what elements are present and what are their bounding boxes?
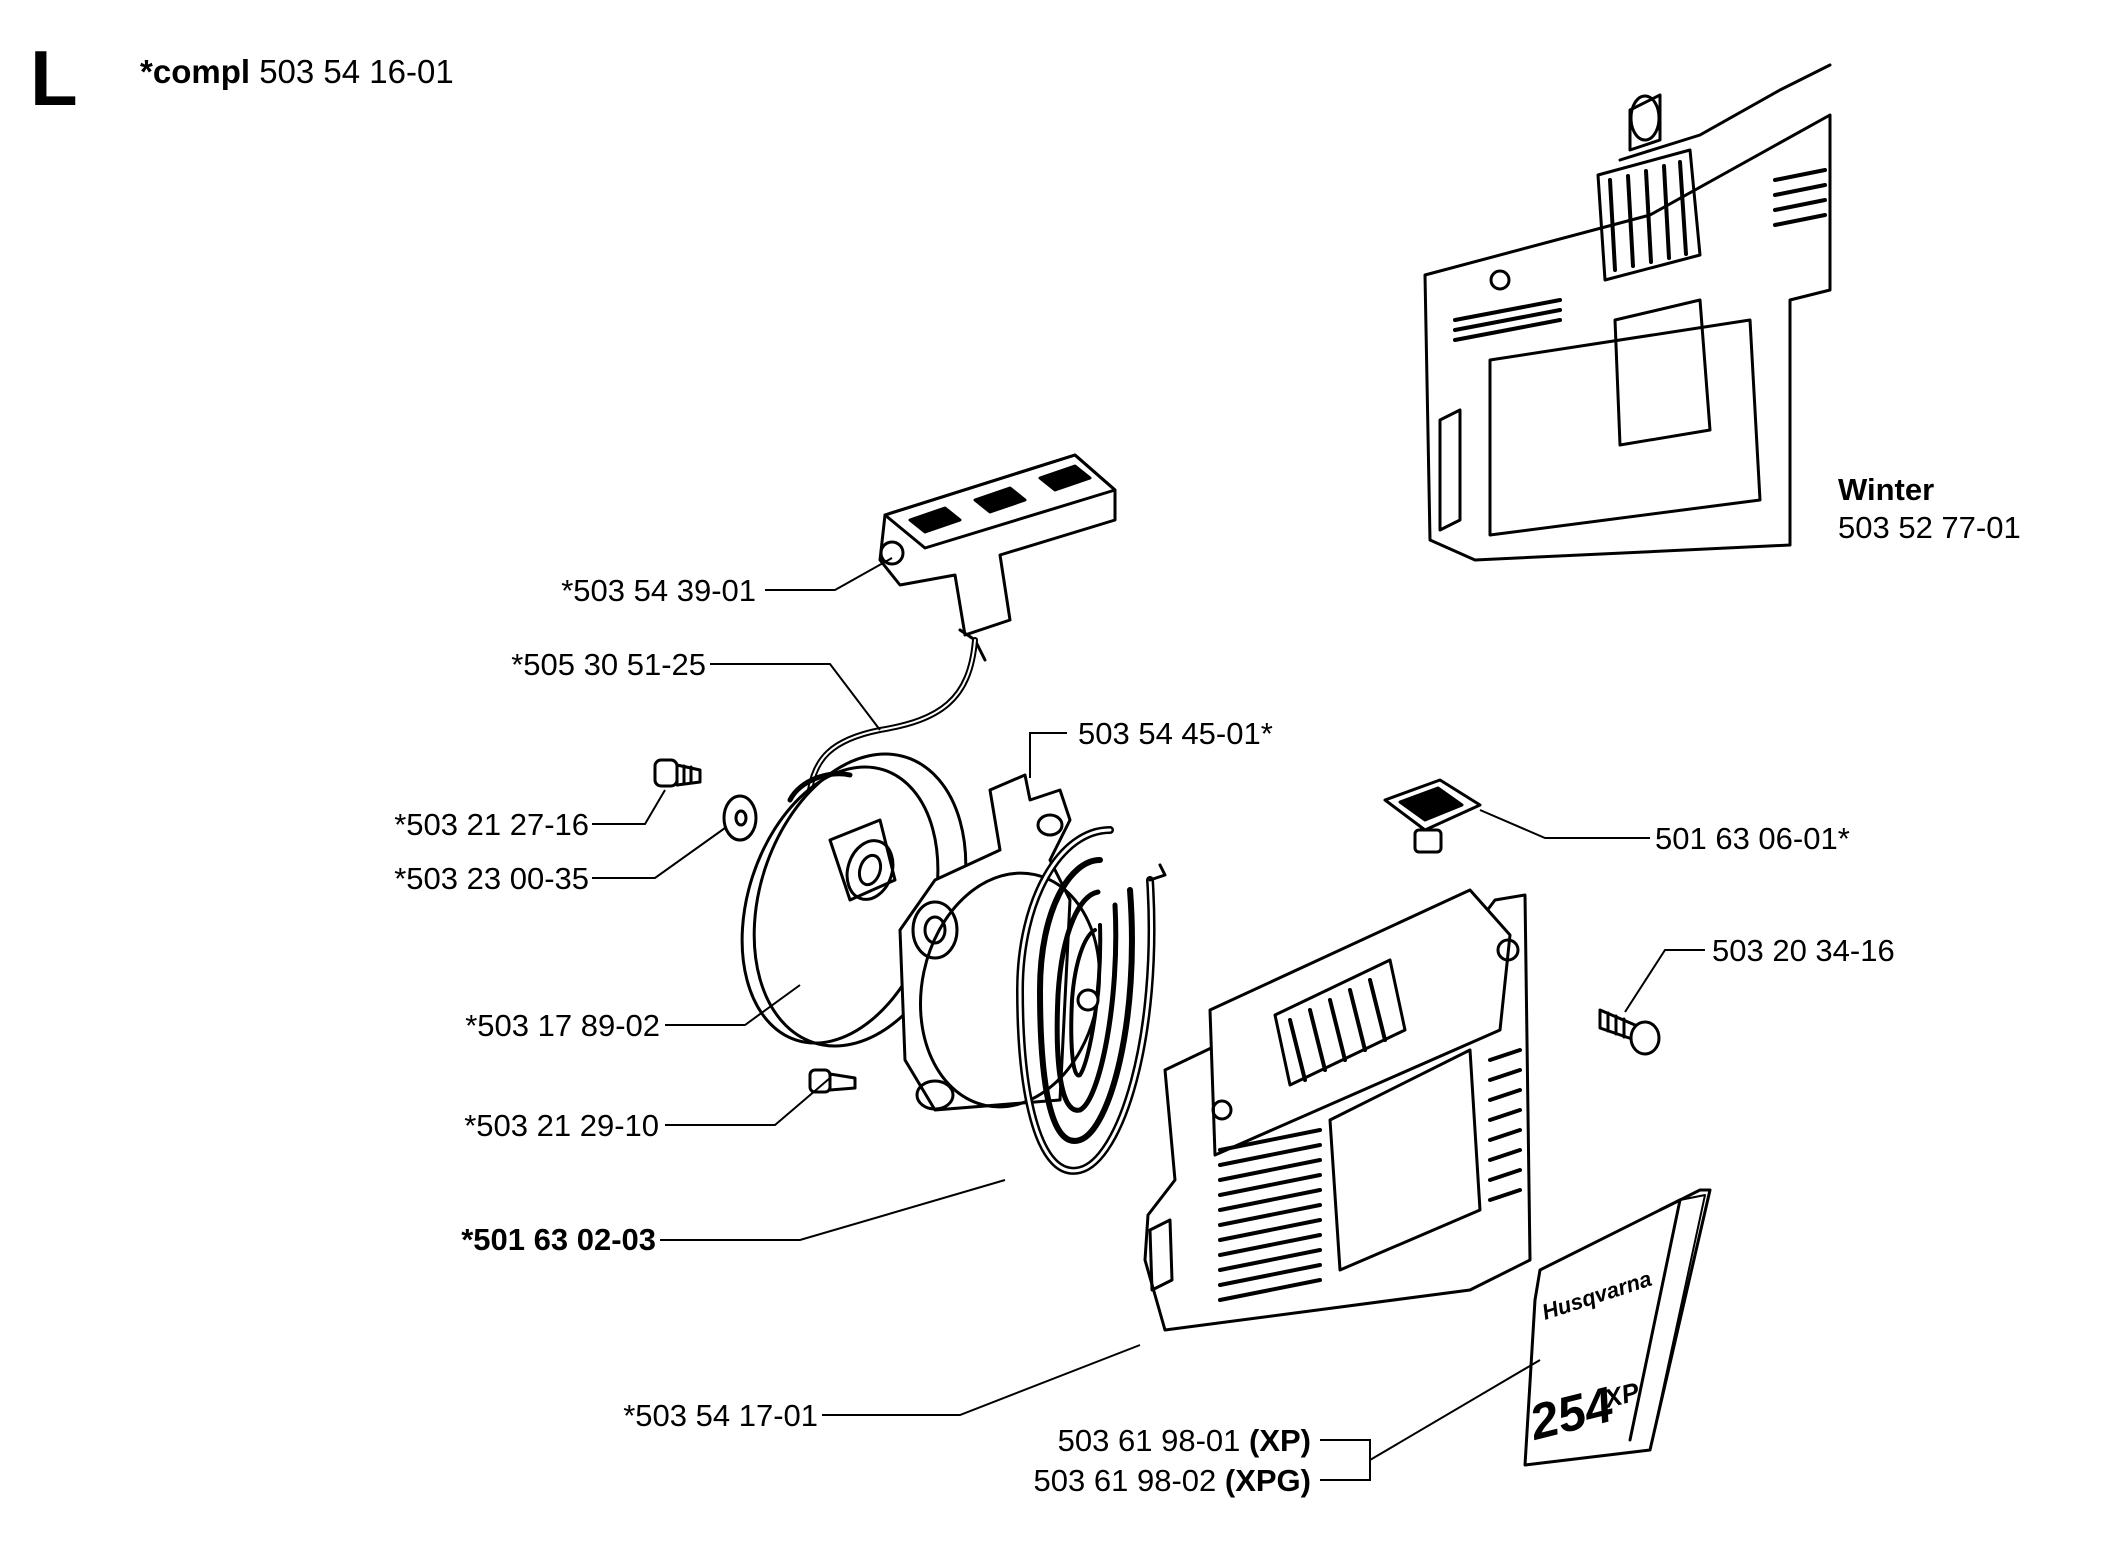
leader-pulley xyxy=(665,984,801,1026)
label-cover: *503 54 17-01 xyxy=(623,1398,818,1433)
leader-decal xyxy=(1320,1439,1371,1481)
label-screw-pawl: *503 21 29-10 xyxy=(464,1108,659,1143)
winter-title: Winter xyxy=(1838,472,1935,507)
label-pulley: *503 17 89-02 xyxy=(465,1008,660,1043)
decal-drawing xyxy=(1523,1188,1712,1467)
leader-screw-small xyxy=(592,789,666,825)
compl-prefix: *compl xyxy=(140,53,251,90)
washer-drawing xyxy=(722,794,758,842)
label-cord: *505 30 51-25 xyxy=(511,647,706,682)
cover-screw-drawing xyxy=(1598,1008,1661,1056)
recoil-spring-drawing xyxy=(1016,826,1167,1175)
leader-spring xyxy=(660,1179,1006,1241)
label-cover-screw: 503 20 34-16 xyxy=(1712,933,1895,968)
leader-washer xyxy=(592,827,726,879)
label-bushing: 501 63 06-01* xyxy=(1655,821,1850,856)
label-decal-xp: 503 61 98-01 (XP) xyxy=(1058,1423,1311,1459)
leader-decal-2 xyxy=(1369,1359,1541,1461)
leader-bushing xyxy=(1479,809,1650,839)
bushing-drawing xyxy=(1383,778,1482,854)
starter-handle-drawing xyxy=(878,453,1117,662)
decal-xpg-number: 503 61 98-02 xyxy=(1033,1463,1217,1498)
decal-xp-number: 503 61 98-01 xyxy=(1057,1423,1241,1458)
label-screw-small: *503 21 27-16 xyxy=(394,807,589,842)
complete-assembly-label: *compl 503 54 16-01 xyxy=(140,53,454,91)
label-bracket: 503 54 45-01* xyxy=(1078,716,1273,751)
section-letter: L xyxy=(30,34,78,122)
label-washer: *503 23 00-35 xyxy=(394,861,589,896)
small-screw-drawing xyxy=(653,758,702,788)
compl-number: 503 54 16-01 xyxy=(259,53,454,90)
leader-cover-screw xyxy=(1624,949,1705,1013)
leader-bracket xyxy=(1029,732,1067,778)
decal-xpg-suffix: (XPG) xyxy=(1224,1463,1311,1498)
leader-screw-pawl xyxy=(665,1077,831,1126)
pawl-screw-drawing xyxy=(808,1068,857,1094)
bracket-plate-drawing xyxy=(898,773,1102,1112)
winter-cover-drawing xyxy=(1423,63,1832,562)
leader-cover xyxy=(822,1344,1141,1416)
decal-xp-suffix: (XP) xyxy=(1249,1423,1311,1458)
leader-cord xyxy=(710,663,881,731)
winter-number: 503 52 77-01 xyxy=(1838,510,2021,545)
leader-handle xyxy=(765,557,893,591)
label-decal-xpg: 503 61 98-02 (XPG) xyxy=(1034,1463,1311,1499)
label-handle: *503 54 39-01 xyxy=(561,573,756,608)
label-spring: *501 63 02-03 xyxy=(461,1222,656,1257)
starter-cover-drawing xyxy=(1143,888,1532,1332)
